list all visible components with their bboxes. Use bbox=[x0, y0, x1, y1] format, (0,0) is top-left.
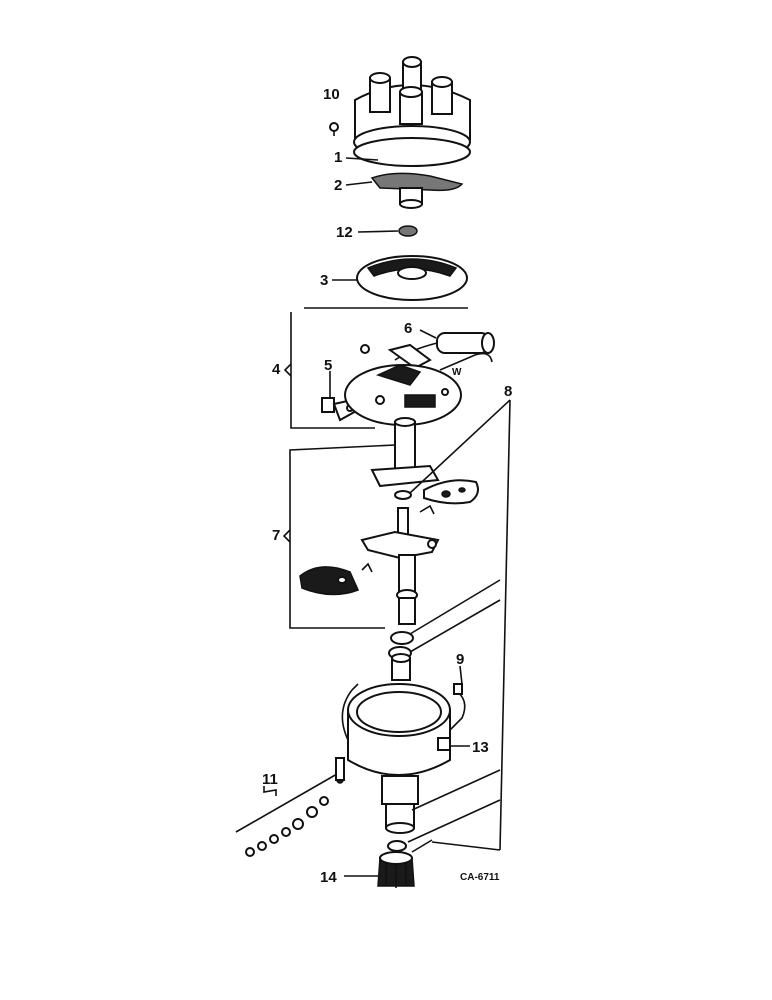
callout-11: 11 bbox=[262, 771, 278, 788]
bracket-4 bbox=[290, 312, 375, 429]
callout-10: 10 bbox=[323, 86, 340, 103]
callout-7: 7 bbox=[272, 527, 280, 544]
callout-6: 6 bbox=[404, 320, 412, 337]
figure-code: CA-6711 bbox=[460, 872, 500, 883]
distributor-shaft bbox=[360, 507, 440, 625]
distributor-cap bbox=[353, 56, 471, 167]
felt-wick bbox=[398, 225, 418, 237]
drive-gear bbox=[377, 851, 415, 888]
callout-3: 3 bbox=[320, 272, 328, 289]
cam-assembly bbox=[370, 417, 440, 500]
callout-14: 14 bbox=[320, 869, 337, 886]
distributor-housing bbox=[341, 683, 451, 834]
callout-9: 9 bbox=[456, 651, 464, 668]
callout-2: 2 bbox=[334, 177, 342, 194]
advance-weight-upper bbox=[419, 479, 479, 515]
drive-pin bbox=[411, 839, 433, 853]
svg-text:W: W bbox=[452, 367, 462, 378]
retaining-clip bbox=[449, 683, 466, 731]
callout-13: 13 bbox=[472, 739, 489, 756]
callout-5: 5 bbox=[324, 357, 332, 374]
callout-8: 8 bbox=[504, 383, 512, 400]
breaker-plate bbox=[344, 364, 462, 426]
callout-1: 1 bbox=[334, 149, 342, 166]
breaker-point-arm: W bbox=[360, 343, 493, 378]
leader-lines bbox=[263, 157, 511, 877]
rotor bbox=[370, 172, 464, 209]
callout-4: 4 bbox=[272, 361, 281, 378]
advance-weight-lower bbox=[299, 562, 373, 596]
dust-shield bbox=[304, 255, 468, 309]
gear-washer bbox=[387, 840, 407, 852]
cap-screw bbox=[329, 122, 339, 136]
adjusting-hardware bbox=[235, 757, 345, 857]
bracket-7 bbox=[289, 444, 396, 629]
thrust-washers bbox=[388, 631, 414, 681]
callout-12: 12 bbox=[336, 224, 353, 241]
